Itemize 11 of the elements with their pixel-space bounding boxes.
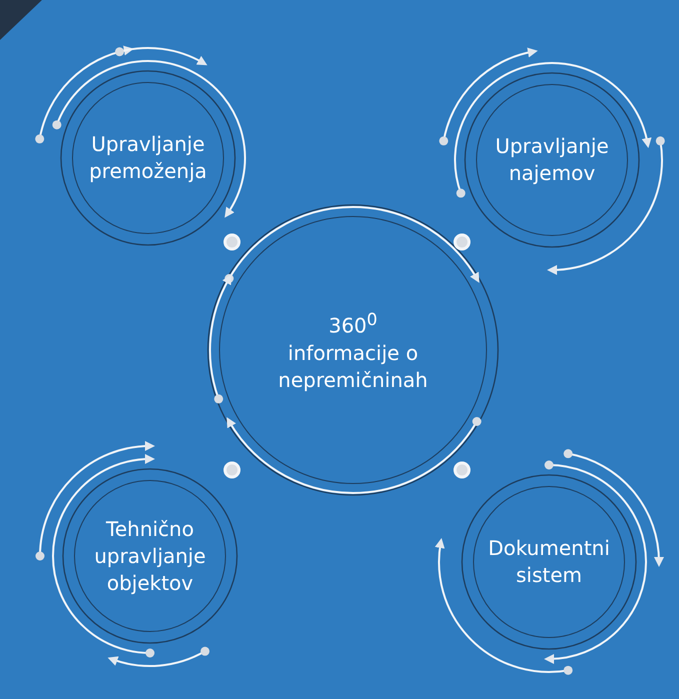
node-text: Upravljanje najemov — [494, 133, 610, 187]
node-text: Dokumentni sistem — [487, 535, 611, 589]
node-text: informacije o nepremičninah — [277, 340, 429, 394]
circle-node — [476, 84, 628, 236]
circle-node — [72, 82, 224, 234]
circle-node — [74, 480, 226, 632]
node-text: Tehnično upravljanje objektov — [93, 516, 207, 596]
node-text: Upravljanje premoženja — [88, 131, 208, 185]
circle-node — [219, 216, 487, 484]
node-text: 360$^{0}$ — [328, 309, 378, 340]
circle-node — [473, 486, 625, 638]
